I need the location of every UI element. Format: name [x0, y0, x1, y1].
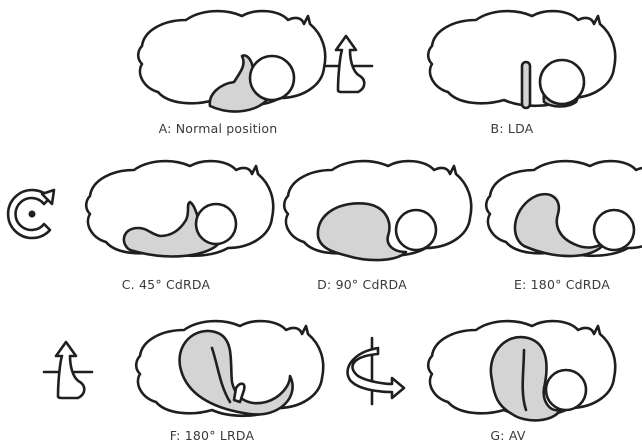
panel-g-av	[428, 321, 615, 420]
clockwise-rotation-arrow-icon	[8, 190, 54, 238]
caption-panel-g: G: AV	[490, 428, 525, 443]
reticulum-circle	[546, 370, 586, 410]
caption-panel-a: A: Normal position	[159, 121, 278, 136]
reticulum-circle	[594, 210, 634, 250]
caption-panel-e: E: 180° CdRDA	[514, 277, 610, 292]
caption-panel-f: F: 180° LRDA	[170, 428, 255, 443]
panel-c-45-cdrda	[86, 161, 273, 256]
reticulum-circle	[396, 210, 436, 250]
caption-panel-c: C. 45° CdRDA	[122, 277, 211, 292]
vertical-axis-rotation-arrow-icon	[326, 36, 372, 92]
reticulum-circle	[540, 60, 584, 104]
panel-e-180-cdrda	[486, 161, 642, 256]
caption-panel-d: D: 90° CdRDA	[317, 277, 407, 292]
panel-d-90-cdrda	[284, 161, 471, 260]
reticulum-circle	[196, 204, 236, 244]
panel-f-180-lrda	[136, 321, 323, 416]
caption-panel-b: B: LDA	[491, 121, 534, 136]
reticulum-circle	[250, 56, 294, 100]
panel-b-lda	[428, 11, 615, 108]
longitudinal-axis-rotation-arrow-icon	[348, 338, 404, 404]
panel-a-normal-position	[138, 11, 325, 111]
displaced-abomasum-band	[522, 62, 530, 108]
vertical-axis-rotation-arrow-icon	[44, 342, 92, 398]
